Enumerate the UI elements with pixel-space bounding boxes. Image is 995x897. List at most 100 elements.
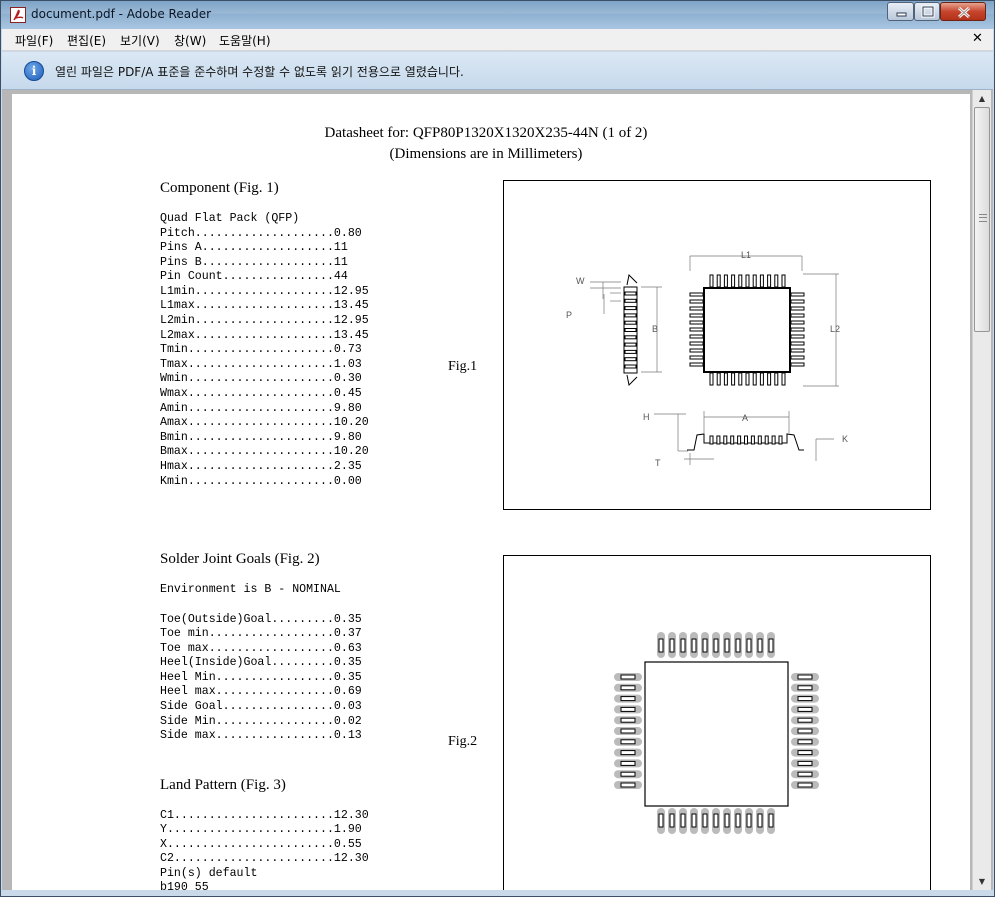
lead [620,717,636,723]
spec-row: Pins B...................11 [160,255,348,269]
dim-a-label: A [742,413,748,423]
lead [790,306,805,311]
spec-row: Side Goal................0.03 [160,700,362,714]
lead [702,638,708,653]
spec-row: Amin.....................9.80 [160,401,362,415]
lead [713,813,719,828]
lead [790,320,805,325]
close-button[interactable] [940,2,986,21]
lead [680,638,686,653]
spec-row: Wmax.....................0.45 [160,387,362,401]
lead [797,685,813,691]
lead [797,750,813,756]
spec-row: Amax.....................10.20 [160,416,369,430]
close-document-icon[interactable]: ✕ [972,31,983,46]
lead [771,435,776,445]
minimize-button[interactable] [887,2,914,21]
lead [624,306,637,311]
lead [750,435,755,445]
lead [624,320,637,325]
solder-heading: Solder Joint Goals (Fig. 2) [160,551,320,567]
spec-row: Tmin.....................0.73 [160,343,362,357]
lead [624,328,637,332]
side-view [623,273,638,387]
lead [781,372,786,386]
vertical-scrollbar[interactable]: ▲ ▼ [972,90,991,890]
spec-row: b190_55 [160,881,209,890]
menu-view[interactable]: 보기(V) [120,34,160,48]
menu-file[interactable]: 파일(F) [15,34,54,48]
menu-window[interactable]: 창(W) [174,34,207,48]
spec-row: Kmin.....................0.00 [160,474,362,488]
info-message: 열린 파일은 PDF/A 표준을 준수하며 수정할 수 없도록 읽기 전용으로 … [55,65,464,79]
lead [689,348,704,353]
lead [781,274,786,288]
lead [620,728,636,734]
lead [723,274,728,288]
lead [624,364,637,369]
spec-row: Toe max..................0.63 [160,641,362,655]
component-type: Quad Flat Pack (QFP) [160,212,300,225]
spec-row: Bmin.....................9.80 [160,430,362,444]
lead [737,435,742,445]
lead [790,327,805,332]
land-pattern-heading: Land Pattern (Fig. 3) [160,777,286,793]
lead [774,274,779,288]
lead [723,372,728,386]
dim-t-label: T [655,458,661,468]
lead [797,782,813,788]
spec-row: Pin(s) default [160,866,258,880]
scroll-thumb[interactable] [974,107,990,332]
maximize-button[interactable] [914,2,940,21]
lead [738,372,743,386]
menu-edit[interactable]: 편집(E) [67,34,107,48]
spec-row: Heel Min.................0.35 [160,670,362,684]
lead [746,813,752,828]
lead [689,334,704,339]
lead [797,717,813,723]
lead [689,355,704,360]
fig1-label: Fig.1 [448,359,478,374]
lead [797,728,813,734]
lead [759,274,764,288]
window-frame-bottom [2,890,993,896]
spec-row: Side Min.................0.02 [160,714,362,728]
lead [691,813,697,828]
lead [620,685,636,691]
lead [691,638,697,653]
lead [768,813,774,828]
dim-l2-label: L2 [830,324,840,334]
spec-row: Y........................1.90 [160,823,362,837]
lead [709,274,714,288]
title-bar[interactable]: document.pdf - Adobe Reader [1,1,994,29]
spec-row: Pin Count................44 [160,270,348,284]
lead [790,362,805,367]
spec-row: L2min....................12.95 [160,314,369,328]
pdf-page: Datasheet for: QFP80P1320X1320X235-44N (… [12,94,970,890]
lead [790,334,805,339]
lead [680,813,686,828]
scroll-up-arrow-icon[interactable]: ▲ [978,94,986,103]
lead [724,638,730,653]
lead [731,274,736,288]
lead [746,638,752,653]
lead [689,362,704,367]
spec-row: Pitch....................0.80 [160,226,362,240]
lead [735,638,741,653]
lead [658,813,664,828]
lead [768,638,774,653]
document-viewer[interactable]: Datasheet for: QFP80P1320X1320X235-44N (… [2,90,993,890]
lead [709,372,714,386]
menu-help[interactable]: 도움말(H) [219,34,271,48]
lead [624,357,637,362]
document-message-bar: i 열린 파일은 PDF/A 표준을 준수하며 수정할 수 없도록 읽기 전용으… [2,52,993,90]
lead [738,274,743,288]
lead [620,706,636,712]
spec-row: Hmax.....................2.35 [160,460,362,473]
scroll-down-arrow-icon[interactable]: ▼ [978,877,986,886]
spec-row: L1max....................13.45 [160,299,369,313]
lead [774,372,779,386]
lead [624,291,637,296]
